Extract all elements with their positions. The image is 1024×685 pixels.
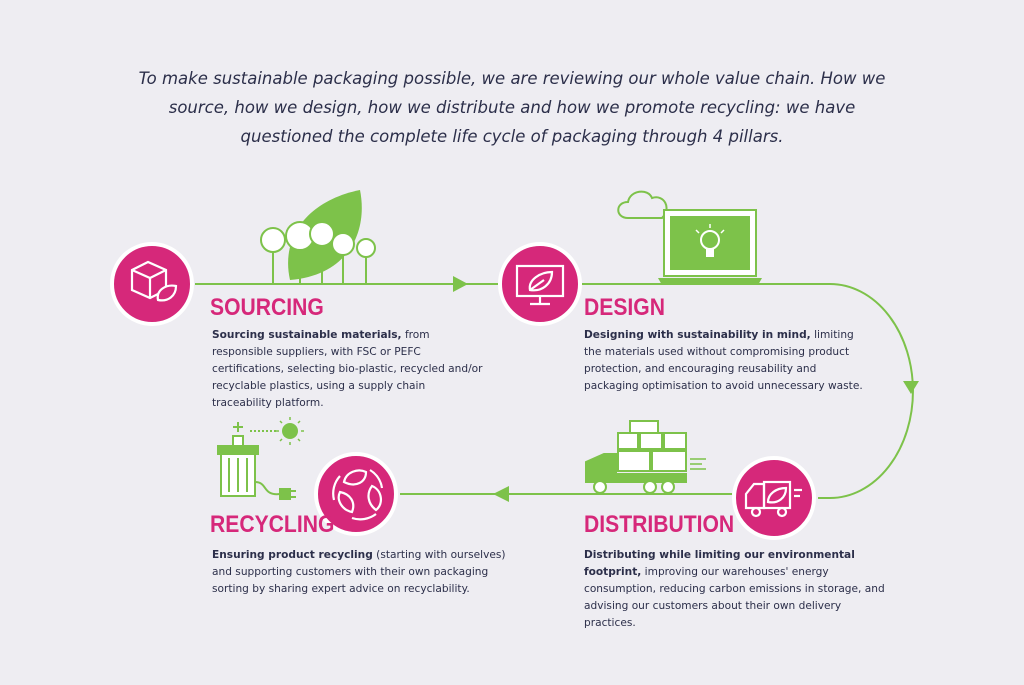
badge-recycling: [314, 452, 398, 536]
arrow-down-icon: [903, 381, 919, 394]
arrow-left-icon: [493, 486, 509, 502]
sun-icon: [276, 417, 304, 445]
recycling-bin-illustration: [217, 422, 296, 500]
pillar-body-recycling: (starting with ourselves) and supporting…: [212, 549, 506, 595]
badge-sourcing: [110, 242, 194, 326]
pillar-desc-design: Designing with sustainability in mind, l…: [584, 327, 870, 395]
pillar-desc-recycling: Ensuring product recycling (starting wit…: [212, 547, 512, 598]
pillar-lead-distribution: Distributing while limiting our environm…: [584, 549, 855, 578]
pillar-lead-recycling: Ensuring product recycling: [212, 549, 373, 561]
recycle-leaves-icon: [332, 469, 384, 521]
pillar-body-design: limiting the materials used without comp…: [584, 329, 863, 392]
delivery-truck-leaf-icon: [744, 480, 802, 518]
pillar-body-distribution: improving our warehouses' energy consump…: [584, 566, 885, 629]
pillar-title-sourcing: SOURCING: [210, 294, 324, 321]
pillar-desc-distribution: Distributing while limiting our environm…: [584, 547, 894, 632]
pillar-body-sourcing: from responsible suppliers, with FSC or …: [212, 329, 483, 409]
truck-boxes-illustration: [585, 420, 706, 494]
cloud-icon: [617, 190, 668, 219]
pillar-title-recycling: RECYCLING: [210, 511, 335, 538]
pillar-lead-sourcing: Sourcing sustainable materials,: [212, 329, 402, 341]
badge-distribution: [732, 456, 816, 540]
flow-arrows: [453, 276, 919, 502]
box-leaf-icon: [130, 260, 178, 302]
forest-leaf-illustration: [260, 190, 376, 284]
arrow-right-icon: [453, 276, 468, 292]
pillar-lead-design: Designing with sustainability in mind,: [584, 329, 811, 341]
monitor-leaf-icon: [515, 264, 565, 306]
pillar-title-design: DESIGN: [584, 294, 665, 321]
flow-path: [195, 283, 914, 499]
badge-design: [498, 242, 582, 326]
laptop-lightbulb-illustration: [658, 209, 762, 285]
pillar-desc-sourcing: Sourcing sustainable materials, from res…: [212, 327, 484, 412]
intro-text: To make sustainable packaging possible, …: [138, 69, 886, 146]
pillar-title-distribution: DISTRIBUTION: [584, 511, 735, 538]
